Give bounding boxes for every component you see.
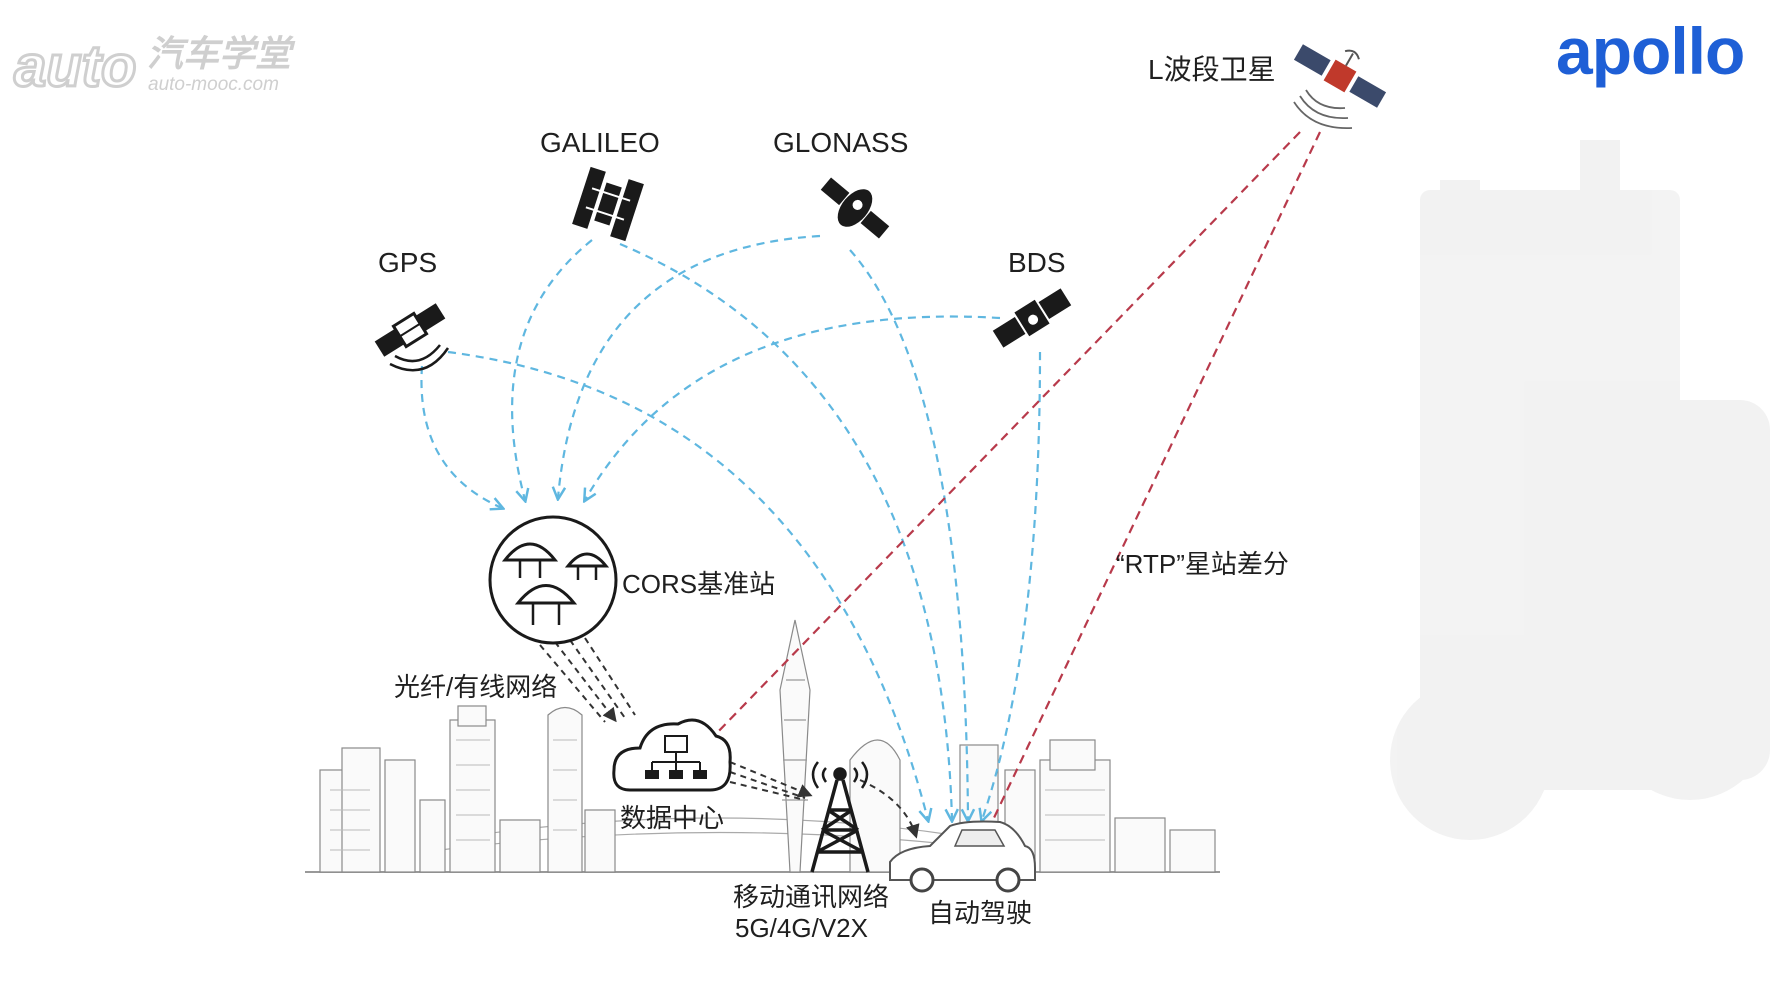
mobile-network-standards: 5G/4G/V2X	[735, 913, 868, 943]
galileo-satellite-icon	[572, 166, 644, 242]
signal-galileo-to-car	[619, 242, 952, 820]
galileo-label: GALILEO	[540, 127, 660, 158]
auto-mooc-logo: auto 汽车学堂 auto-mooc.com	[13, 33, 297, 101]
background-vehicle-watermark	[1390, 140, 1770, 840]
gnss-signal-lines	[420, 234, 1042, 820]
l-band-broadcast-waves	[1293, 89, 1353, 129]
bds-satellite-icon	[992, 288, 1072, 348]
signal-bds-to-cors	[585, 315, 1001, 500]
fiber-link-3	[584, 637, 636, 716]
autonomous-driving-label: 自动驾驶	[928, 898, 1032, 928]
car-icon	[889, 820, 1036, 893]
auto-logo-url: auto-mooc.com	[148, 74, 279, 95]
cell-tower-icon	[810, 761, 870, 873]
network-links	[539, 637, 920, 839]
data-center-label: 数据中心	[620, 803, 724, 833]
auto-logo-text: auto	[14, 34, 136, 99]
gps-label: GPS	[378, 247, 437, 278]
mobile-network-label: 移动通讯网络	[733, 882, 889, 912]
gps-satellite-icon	[374, 303, 446, 357]
fiber-network-label: 光纤/有线网络	[394, 672, 557, 702]
apollo-logo: apollo	[1556, 14, 1744, 88]
signal-galileo-to-cors	[511, 239, 593, 500]
fiber-link-1	[554, 641, 617, 723]
signal-glonass-to-cors	[558, 234, 821, 498]
signal-gps-to-cors	[420, 365, 502, 508]
data-center-icon	[612, 718, 732, 792]
l-band-satellite-label: L波段卫星	[1148, 54, 1276, 85]
fiber-link-4	[539, 644, 606, 723]
city-skyline	[305, 619, 1220, 873]
datacenter-to-tower-1	[729, 761, 813, 798]
signal-gps-to-car	[447, 350, 928, 820]
rtp-satellite-to-datacenter	[711, 131, 1301, 739]
bds-label: BDS	[1008, 247, 1066, 278]
l-band-satellite-icon	[1293, 44, 1387, 108]
signal-glonass-to-car	[849, 249, 968, 820]
glonass-satellite-icon	[820, 177, 890, 239]
datacenter-to-tower-2	[729, 771, 806, 799]
signal-bds-to-car	[982, 351, 1042, 820]
cors-label: CORS基准站	[622, 569, 775, 599]
fiber-link-2	[569, 639, 626, 719]
auto-logo-name: 汽车学堂	[147, 34, 296, 75]
rtp-satellite-to-car	[991, 131, 1321, 823]
glonass-label: GLONASS	[773, 127, 908, 158]
rtp-label: “RTP”星站差分	[1116, 549, 1289, 579]
cors-base-station-icon	[488, 515, 618, 645]
gps-broadcast-waves	[389, 344, 450, 372]
datacenter-to-tower-3	[729, 781, 806, 801]
rtp-signal-lines	[711, 131, 1321, 823]
